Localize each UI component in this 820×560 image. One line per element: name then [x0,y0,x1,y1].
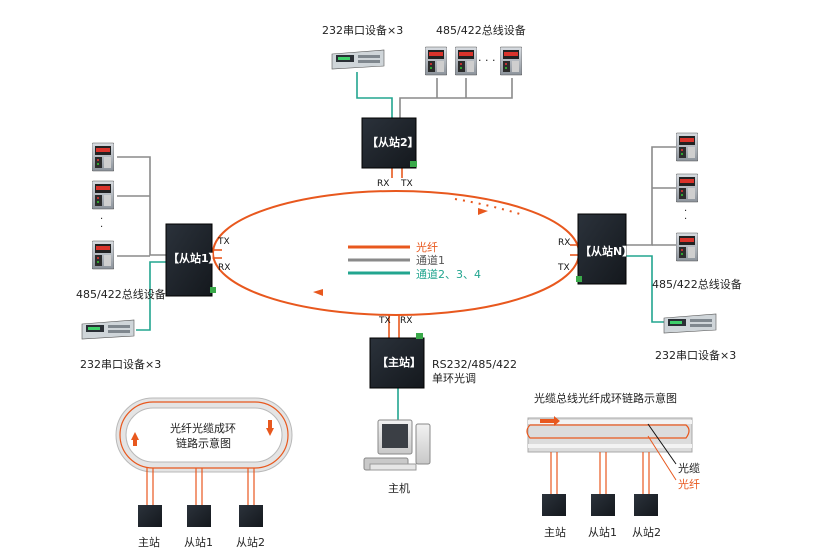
legend-channels-label: 通道2、3、4 [416,267,481,281]
slave1-group: 【从站1】 TX RX · · 485/422总线设备 232串口设备×3 [76,142,230,371]
slave2-serial-device-icon [331,49,385,70]
slave1-bus-label: 485/422总线设备 [76,287,166,301]
inset-left-title-1: 光纤光缆成环 [170,421,236,435]
slave2-group: 【从站2】 RX TX 232串口设备×3 · · · 485/422总线设备 [322,23,526,189]
slave2-tx-label: TX [400,179,413,189]
master-caption-line1: RS232/485/422 [432,358,517,371]
slave1-box[interactable] [165,223,213,297]
slave1-serial-label: 232串口设备×3 [80,357,161,371]
slaveN-label: 【从站N】 [580,244,633,258]
inset-left: 光纤光缆成环 链路示意图 主站 从站1 从站2 [115,397,293,549]
ring-dotted-gap [454,197,521,216]
master-tx-label: TX [378,316,391,326]
slaveN-serial-device-icon [663,313,717,334]
master-label: 【主站】 [377,355,421,369]
slaveN-meter-icon-3 [676,232,698,262]
slave1-tx-label: TX [217,237,230,247]
inset-right-node-label-1: 主站 [544,525,566,539]
slaveN-ellipsis: · [684,206,687,217]
inset-right-title: 光缆总线光纤成环链路示意图 [534,391,677,405]
svg-text:·: · [684,214,687,225]
legend-channel1-label: 通道1 [416,253,445,267]
slave2-label: 【从站2】 [367,135,419,149]
legend-fiber-label: 光纤 [416,240,438,254]
inset-right-node-label-2: 从站1 [588,525,617,539]
slave2-rx-label: RX [377,179,389,189]
inset-left-node-label-1: 主站 [138,535,160,549]
inset-right-node-3 [634,494,658,516]
master-group: 【主站】 TX RX RS232/485/422 单环光调 主机 [363,315,517,495]
inset-left-node-1 [138,505,162,527]
slave1-serial-device-icon [81,319,135,340]
inset-right-node-1 [542,494,566,516]
inset-left-arrow-down [266,420,274,436]
host-computer-icon [363,419,431,471]
inset-right-arrow [540,416,560,426]
master-rx-label: RX [400,316,412,326]
slaveN-serial-label: 232串口设备×3 [655,348,736,362]
slave2-meter-icon-3 [500,46,522,76]
slave2-meter-icon-1 [425,46,447,76]
slave2-serial-label: 232串口设备×3 [322,23,403,37]
inset-right-node-label-3: 从站2 [632,525,661,539]
slave1-label: 【从站1】 [168,251,220,265]
inset-left-node-3 [239,505,263,527]
svg-text:·: · [100,222,103,233]
inset-right-cable-label: 光缆 [678,461,700,475]
ring-arrow-bottom [313,289,323,296]
inset-left-node-label-2: 从站1 [184,535,213,549]
slaveN-tx-label: TX [557,263,570,273]
slave1-ellipsis: · [100,214,103,225]
slaveN-bus-label: 485/422总线设备 [652,277,742,291]
slaveN-meter-icon-2 [676,173,698,203]
inset-left-title-2: 链路示意图 [176,436,231,450]
inset-left-node-2 [187,505,211,527]
inset-right-node-2 [591,494,615,516]
slave1-meter-icon-1 [92,142,114,172]
slave1-meter-icon-2 [92,180,114,210]
inset-left-arrow-up [131,432,139,446]
inset-left-node-label-3: 从站2 [236,535,265,549]
inset-right: 光缆总线光纤成环链路示意图 光缆 光纤 主站 从站1 从站2 [526,391,700,539]
slaveN-group: 【从站N】 RX TX · · 485/422总线设备 232串口设备×3 [557,132,742,362]
slaveN-rx-label: RX [558,238,570,248]
legend: 光纤 通道1 通道2、3、4 [348,240,481,281]
slave2-bus-label: 485/422总线设备 [436,23,526,37]
inset-right-fiber-label: 光纤 [678,477,700,491]
slaveN-meter-icon-1 [676,132,698,162]
fiber-ring [212,190,580,316]
ring-arrow-top [478,208,488,215]
master-caption-line2: 单环光调 [432,371,476,385]
slave2-meter-icon-2 [455,46,477,76]
slave2-ellipsis: · · · [478,54,495,67]
master-box[interactable] [369,337,425,389]
slave1-meter-icon-3 [92,240,114,270]
host-label: 主机 [388,481,410,495]
slave1-rx-label: RX [218,263,230,273]
slave2-box[interactable] [361,117,417,169]
slaveN-box[interactable] [577,213,627,285]
